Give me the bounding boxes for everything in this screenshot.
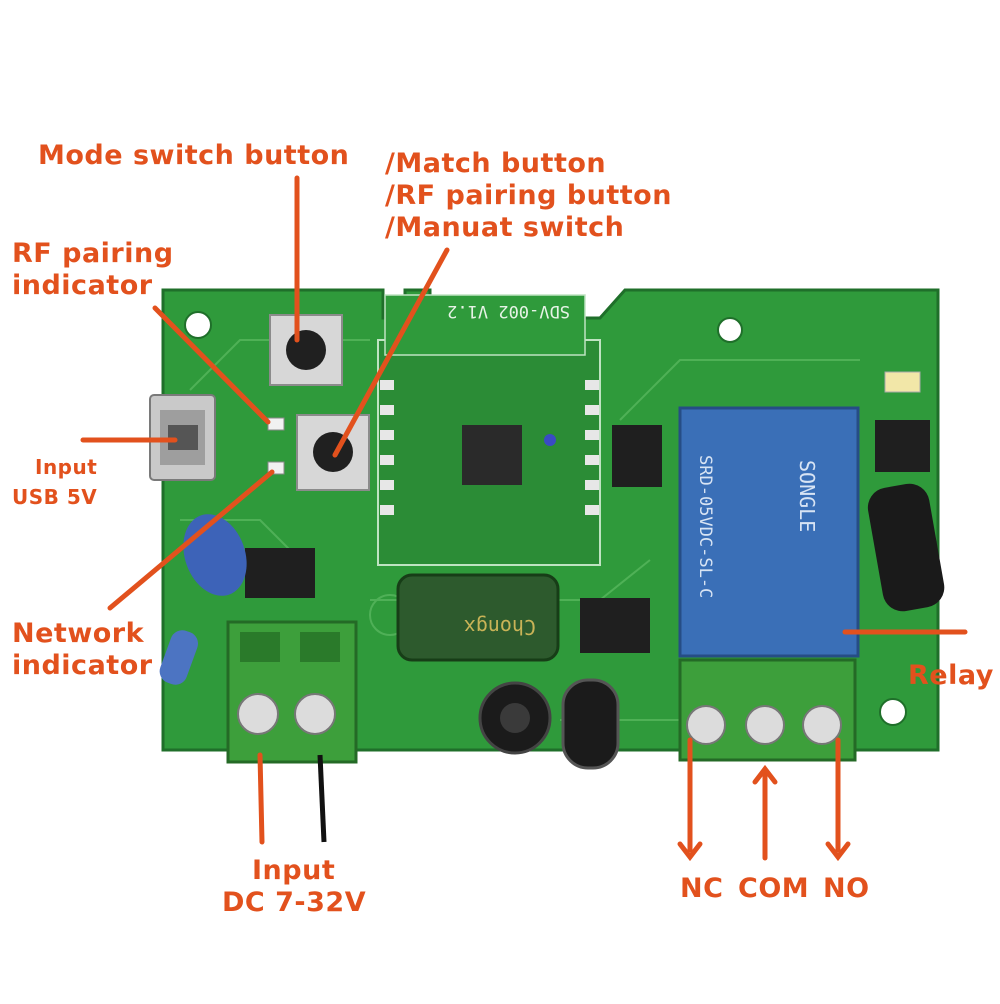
mode-switch-button [269, 314, 343, 386]
label-dc-line2: DC 7-32V [222, 887, 367, 918]
leader-rf-pairing [152, 305, 271, 425]
label-rf-indicator-line1: RF pairing [12, 238, 174, 269]
label-mode-switch: Mode switch button [38, 140, 350, 171]
input-wire [317, 754, 327, 843]
crystal [884, 371, 921, 393]
label-com: COM [738, 873, 810, 904]
wifi-module: SDV-002 V1.2 [377, 294, 601, 566]
match-button [296, 414, 370, 491]
mounting-hole [717, 317, 743, 343]
ic-chip [875, 420, 930, 472]
regulator-chip [580, 598, 650, 653]
relay-output-terminal [678, 658, 857, 762]
antenna-coil [867, 483, 945, 612]
rf-pairing-led [267, 417, 285, 431]
leader-match-button [332, 247, 450, 458]
leader-dc-input [257, 752, 265, 845]
label-rf-pairing-button: /RF pairing button [385, 180, 672, 211]
relay-component: SRD-05VDC-SL-C SONGLE [678, 406, 860, 658]
label-dc-line1: Input [252, 855, 336, 886]
arrow-no [825, 841, 851, 862]
mounting-hole [879, 698, 907, 726]
electrolytic-capacitor: Chongx [396, 573, 560, 662]
mounting-hole [184, 311, 212, 339]
annotation-leaders [80, 175, 968, 862]
label-no: NO [823, 873, 870, 904]
arrow-nc [677, 841, 703, 862]
label-rf-indicator-line2: indicator [12, 270, 153, 301]
pcb-silk-version: SDV-002 V1.2 [447, 301, 570, 321]
arrow-com [752, 764, 778, 785]
dc-input-terminal [226, 620, 358, 764]
label-nc: NC [680, 873, 724, 904]
label-network-line2: indicator [12, 650, 153, 681]
label-network-line1: Network [12, 618, 145, 649]
bridge-rectifier [245, 548, 315, 598]
capacitor-brand: Chongx [464, 615, 536, 639]
capacitor [561, 678, 620, 770]
ic-chip [612, 425, 662, 487]
resistor [159, 630, 199, 685]
leader-network [107, 469, 275, 611]
inductor-core [500, 703, 530, 733]
relay-model-text: SRD-05VDC-SL-C [695, 455, 715, 598]
label-match-button: /Match button [385, 148, 607, 179]
label-usb-line2: USB 5V [12, 485, 98, 509]
label-relay: Relay [908, 660, 994, 691]
label-usb-line1: Input [35, 455, 98, 479]
label-manual-switch: /Manuat switch [385, 212, 625, 243]
relay-brand-text: SONGLE [795, 460, 819, 532]
